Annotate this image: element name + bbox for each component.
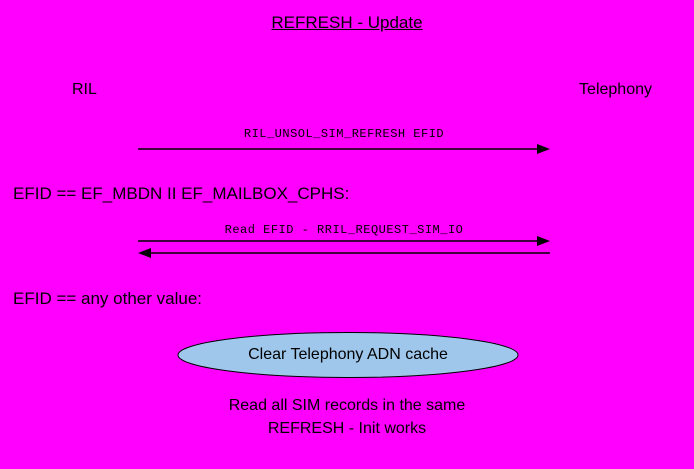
arrowhead-right-icon [537, 144, 550, 154]
condition-other-value: EFID == any other value: [13, 289, 202, 308]
actor-ril: RIL [72, 81, 97, 98]
arrowhead-left-icon [138, 248, 151, 258]
footer-note-line1: Read all SIM records in the same [228, 397, 466, 414]
ellipse-shape [177, 332, 519, 378]
adn-cache-label: Clear Telephony ADN cache [248, 346, 448, 363]
footer-note: Read all SIM records in the same REFRESH… [0, 394, 694, 440]
condition-mbdn-mailbox: EFID == EF_MBDN II EF_MAILBOX_CPHS: [13, 184, 350, 203]
sim-io-request-arrows [138, 236, 550, 258]
unsol-refresh-arrow [138, 144, 550, 154]
message-label-read-efid: Read EFID - RRIL_REQUEST_SIM_IO [224, 223, 464, 237]
diagram-title: REFRESH - Update [271, 13, 423, 32]
actor-telephony: Telephony [579, 81, 652, 98]
message-label-unsol-refresh: RIL_UNSOL_SIM_REFRESH EFID [243, 127, 445, 141]
footer-note-line2: REFRESH - Init works [267, 420, 427, 437]
adn-cache-ellipse [177, 332, 519, 378]
arrowhead-right-icon [537, 236, 550, 246]
